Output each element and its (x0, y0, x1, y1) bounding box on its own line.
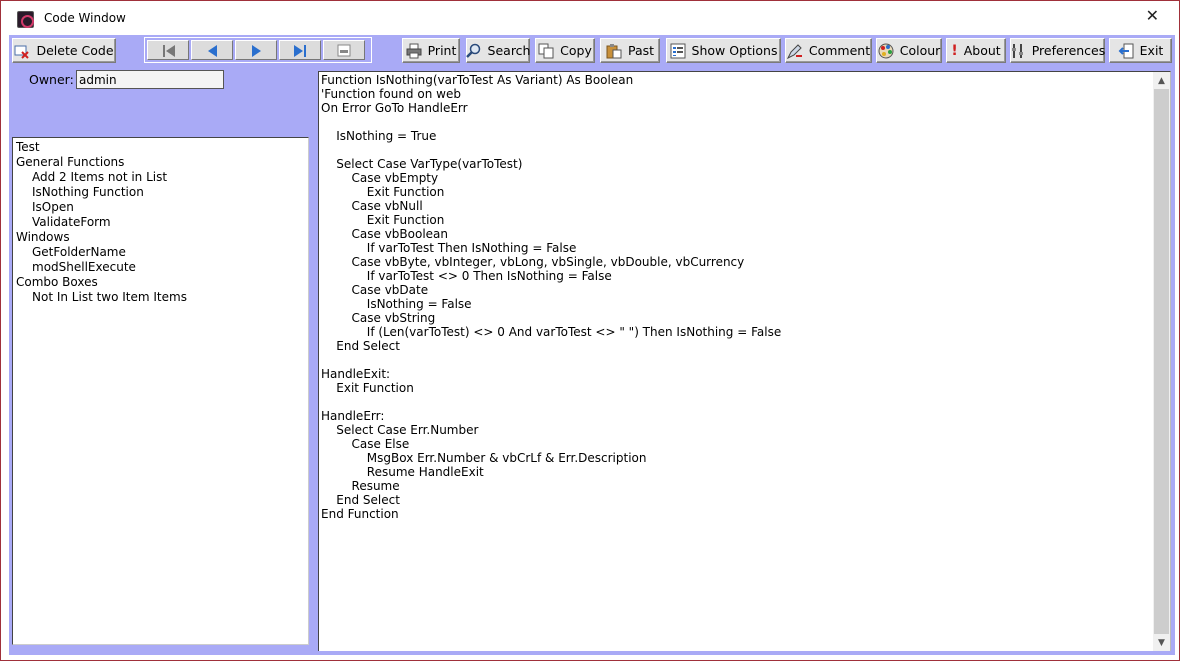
vertical-scrollbar[interactable]: ▲ ▼ (1153, 72, 1170, 651)
scroll-down-icon[interactable]: ▼ (1158, 637, 1165, 648)
colour-button[interactable]: Colour (876, 38, 942, 63)
copy-button[interactable]: Copy (535, 38, 595, 63)
copy-icon (538, 43, 554, 59)
first-record-button[interactable] (147, 40, 189, 60)
exit-button[interactable]: Exit (1109, 38, 1172, 63)
record-navigation (144, 37, 372, 63)
tree-item-windows[interactable]: Windows (16, 230, 70, 244)
first-bar-icon (163, 45, 165, 57)
preferences-button[interactable]: Preferences (1010, 38, 1105, 63)
copy-label: Copy (560, 43, 592, 58)
last-bar-icon (304, 45, 306, 57)
colour-label: Colour (899, 43, 941, 58)
tree-item-validateform[interactable]: ValidateForm (32, 215, 111, 229)
code-text[interactable]: Function IsNothing(varToTest As Variant)… (321, 73, 782, 521)
owner-label: Owner: (29, 72, 74, 87)
preferences-label: Preferences (1031, 43, 1106, 58)
next-record-button[interactable] (235, 40, 277, 60)
comment-label: Comment (808, 43, 871, 58)
about-label: About (963, 43, 1001, 58)
delete-code-button[interactable]: Delete Code (12, 38, 116, 63)
title-bar: Code Window ✕ (1, 1, 1179, 34)
palette-icon (878, 43, 894, 59)
code-editor[interactable]: Function IsNothing(varToTest As Variant)… (318, 71, 1171, 652)
tree-item-combo-boxes[interactable]: Combo Boxes (16, 275, 98, 289)
show-options-button[interactable]: Show Options (666, 38, 781, 63)
previous-record-icon (208, 45, 217, 57)
tree-item-isopen[interactable]: IsOpen (32, 200, 74, 214)
tree-item-not-in-list-two-item-items[interactable]: Not In List two Item Items (32, 290, 187, 304)
search-button[interactable]: Search (465, 38, 531, 63)
scroll-thumb[interactable] (1154, 89, 1169, 634)
exit-label: Exit (1139, 43, 1164, 58)
toolbar: Delete Code Prin (9, 35, 1175, 65)
tree-item-modshellexecute[interactable]: modShellExecute (32, 260, 136, 274)
last-record-icon (294, 45, 303, 57)
options-list-icon (670, 43, 686, 59)
tree-item-general-functions[interactable]: General Functions (16, 155, 125, 169)
next-record-icon (252, 45, 261, 57)
previous-record-button[interactable] (191, 40, 233, 60)
tree-item-isnothing-function[interactable]: IsNothing Function (32, 185, 144, 199)
past-button[interactable]: Past (600, 38, 660, 63)
new-record-icon (337, 44, 351, 57)
scroll-up-icon[interactable]: ▲ (1158, 75, 1165, 86)
comment-icon (786, 43, 803, 59)
paste-icon (606, 43, 622, 59)
tree-item-add-2-items-not-in-list[interactable]: Add 2 Items not in List (32, 170, 168, 184)
delete-code-label: Delete Code (36, 43, 114, 58)
owner-input[interactable] (76, 70, 224, 89)
about-button[interactable]: ! About (946, 38, 1006, 63)
show-options-label: Show Options (691, 43, 778, 58)
new-record-button[interactable] (323, 40, 365, 60)
tree-item-test[interactable]: Test (16, 140, 40, 154)
search-label: Search (487, 43, 531, 58)
tree-item-getfoldername[interactable]: GetFolderName (32, 245, 126, 259)
bottom-strip (9, 651, 1175, 655)
last-record-button[interactable] (279, 40, 321, 60)
delete-icon (14, 43, 30, 59)
tools-icon (1010, 43, 1026, 59)
about-icon: ! (951, 42, 958, 59)
print-label: Print (427, 43, 457, 58)
close-icon[interactable]: ✕ (1145, 6, 1159, 25)
window-title: Code Window (44, 11, 126, 25)
exit-icon (1118, 43, 1134, 59)
search-icon (465, 43, 482, 59)
comment-button[interactable]: Comment (785, 38, 872, 63)
past-label: Past (627, 43, 655, 58)
printer-icon (406, 43, 422, 59)
first-record-icon (166, 45, 175, 57)
owner-panel: Owner: (9, 65, 311, 131)
code-tree[interactable]: Test General Functions Add 2 Items not i… (12, 137, 309, 645)
app-icon (17, 11, 34, 28)
print-button[interactable]: Print (402, 38, 460, 63)
